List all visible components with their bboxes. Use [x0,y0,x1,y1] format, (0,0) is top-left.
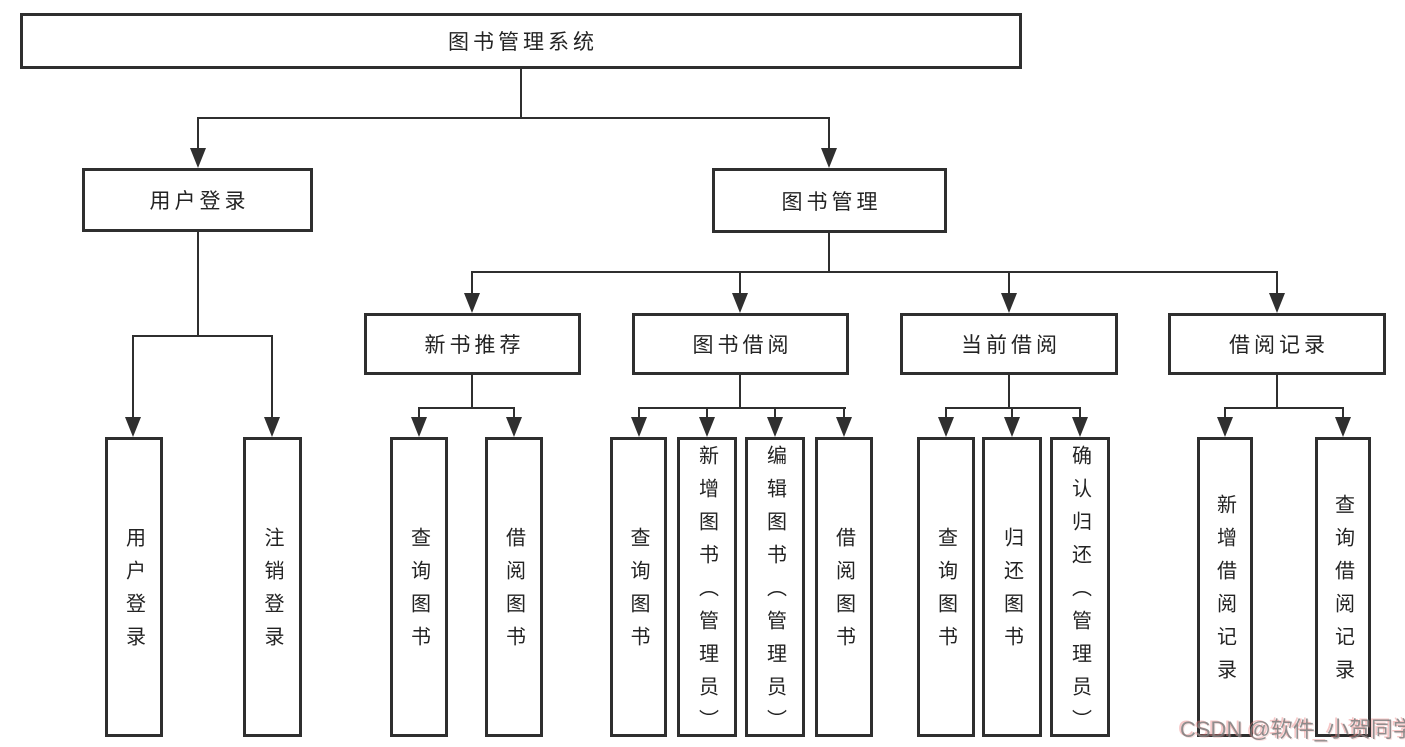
connector-leaf [1224,407,1226,421]
connector-leaf [513,407,515,421]
arrowhead-down-icon [699,417,715,437]
arrowhead-down-icon [1001,293,1017,313]
arrowhead-down-icon [464,293,480,313]
leaf-logout: 注销登录 [243,437,302,737]
leaf-label: 确认归还（管理员） [1068,444,1091,742]
connector-to-leaf-logout [271,335,273,419]
connector-leaf [945,407,947,421]
leaf-newbook-borrow: 借阅图书 [485,437,543,737]
arrowhead-down-icon [1269,293,1285,313]
connector-to-borrow [739,271,741,295]
connector-level2-hline [197,117,830,119]
connector-to-user-login [197,117,199,150]
node-new-book: 新书推荐 [364,313,581,375]
connector-user-login-stub [197,232,199,337]
arrowhead-down-icon [1217,417,1233,437]
node-borrow: 图书借阅 [632,313,849,375]
node-user-login-label: 用户登录 [149,190,250,213]
connector-borrow-stub [739,375,741,409]
connector-records-stub [1276,375,1278,409]
node-new-book-label: 新书推荐 [424,334,525,357]
connector-new-book-stub [471,375,473,409]
leaf-label: 用户登录 [122,527,145,659]
csdn-watermark: CSDN @软件_小贺同学 [1180,717,1405,742]
leaf-records-query: 查询借阅记录 [1315,437,1371,737]
connector-to-current [1008,271,1010,295]
leaf-label: 归还图书 [1000,527,1023,659]
connector-leaf [1011,407,1013,421]
connector-leaf [843,407,845,421]
arrowhead-down-icon [1004,417,1020,437]
arrowhead-down-icon [190,148,206,168]
arrowhead-down-icon [821,148,837,168]
connector-to-new-book [471,271,473,295]
connector-leaf [706,407,708,421]
node-current-label: 当前借阅 [961,334,1061,357]
node-book-mgmt-label: 图书管理 [781,190,882,214]
leaf-current-confirm-admin: 确认归还（管理员） [1050,437,1110,742]
connector-level3-hline [471,271,1278,273]
connector-leaf [1079,407,1081,421]
connector-leaf [774,407,776,421]
connector-leaf [418,407,420,421]
arrowhead-down-icon [1072,417,1088,437]
leaf-user-login: 用户登录 [105,437,163,737]
leaf-current-return: 归还图书 [982,437,1042,737]
arrowhead-down-icon [506,417,522,437]
leaf-borrow-borrow: 借阅图书 [815,437,873,737]
arrowhead-down-icon [732,293,748,313]
connector-new-book-hline [418,407,515,409]
node-root-library-system: 图书管理系统 [20,13,1022,69]
connector-records-hline [1224,407,1344,409]
leaf-label: 借阅图书 [832,527,855,659]
leaf-label: 借阅图书 [502,527,525,659]
arrowhead-down-icon [767,417,783,437]
leaf-newbook-query: 查询图书 [390,437,448,737]
arrowhead-down-icon [631,417,647,437]
connector-to-records [1276,271,1278,295]
leaf-label: 新增图书（管理员） [695,444,718,742]
leaf-label: 查询借阅记录 [1331,494,1354,692]
connector-current-stub [1008,375,1010,409]
connector-leaf [638,407,640,421]
node-book-mgmt: 图书管理 [712,168,947,233]
leaf-borrow-add-admin: 新增图书（管理员） [677,437,737,742]
leaf-current-query: 查询图书 [917,437,975,737]
connector-root-stub [520,69,522,119]
node-records-label: 借阅记录 [1229,334,1329,357]
connector-book-mgmt-stub [828,233,830,273]
connector-to-leaf-login [132,335,134,419]
node-records: 借阅记录 [1168,313,1386,375]
arrowhead-down-icon [938,417,954,437]
arrowhead-down-icon [1335,417,1351,437]
node-root-label: 图书管理系统 [448,31,598,54]
arrowhead-down-icon [836,417,852,437]
leaf-label: 查询图书 [627,527,649,659]
arrowhead-down-icon [411,417,427,437]
connector-to-book-mgmt [828,117,830,150]
leaf-label: 编辑图书（管理员） [763,444,786,742]
leaf-label: 新增借阅记录 [1213,494,1236,692]
leaf-borrow-edit-admin: 编辑图书（管理员） [745,437,805,742]
arrowhead-down-icon [264,417,280,437]
leaf-label: 注销登录 [261,527,283,659]
arrowhead-down-icon [125,417,141,437]
leaf-records-add: 新增借阅记录 [1197,437,1253,737]
connector-user-login-hline [132,335,273,337]
leaf-borrow-query: 查询图书 [610,437,667,737]
node-user-login: 用户登录 [82,168,313,232]
connector-borrow-hline [638,407,846,409]
node-current: 当前借阅 [900,313,1118,375]
connector-current-hline [945,407,1081,409]
node-borrow-label: 图书借阅 [692,334,793,357]
leaf-label: 查询图书 [407,527,430,659]
leaf-label: 查询图书 [934,527,957,659]
connector-leaf [1342,407,1344,421]
